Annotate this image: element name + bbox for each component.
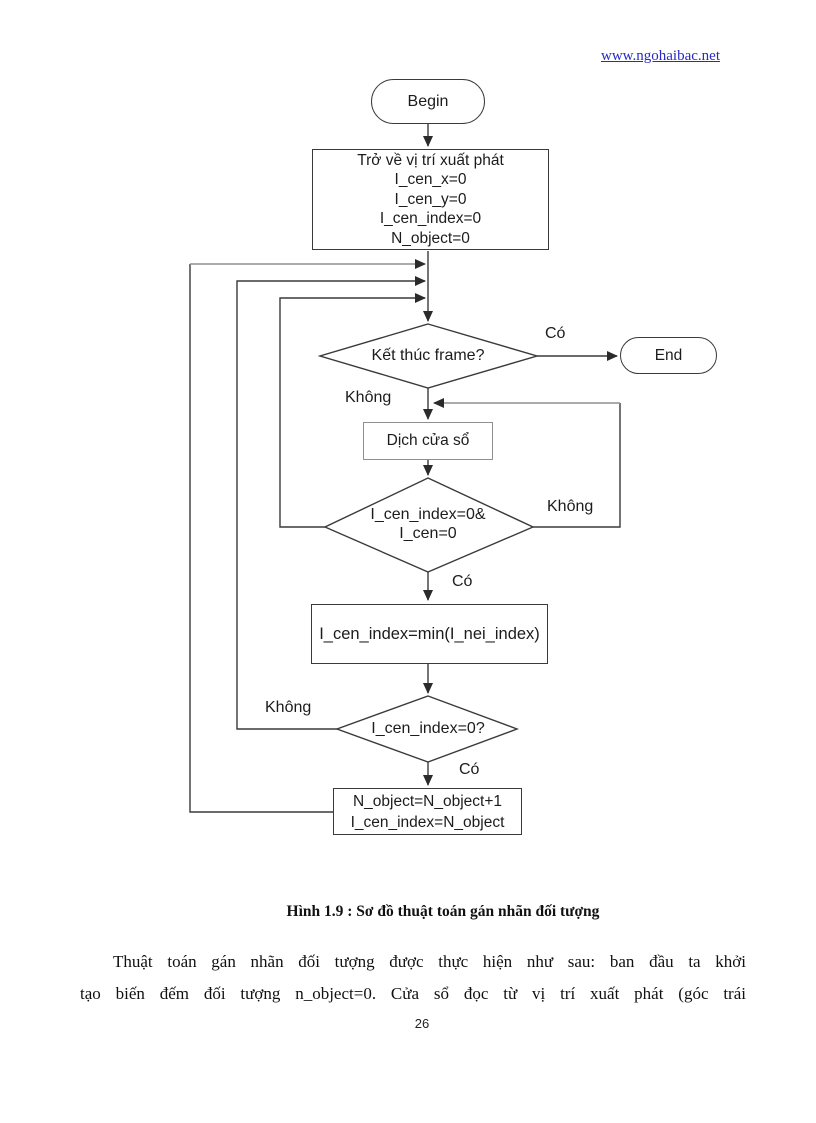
- process-init-line: N_object=0: [391, 229, 470, 247]
- connector-loop-index-no: [236, 276, 426, 730]
- branch-label-index-yes: Có: [459, 761, 480, 778]
- process-min-assign-label: I_cen_index=min(I_nei_index): [319, 624, 540, 643]
- process-init-line: I_cen_index=0: [379, 210, 482, 228]
- process-shift-window-label: Dịch cửa sổ: [386, 432, 470, 449]
- connector-loop-cen-left: [279, 293, 426, 528]
- process-increment-box: N_object=N_object+1 I_cen_index=N_object: [333, 788, 522, 835]
- process-shift-window-box: Dịch cửa sổ: [363, 422, 493, 460]
- branch-label-index-no: Không: [265, 699, 312, 716]
- body-line: tạo biến đếm đối tượng n_object=0. Cửa s…: [80, 984, 746, 1003]
- process-increment-line2: I_cen_index=N_object: [350, 813, 505, 831]
- page-number: 26: [414, 1016, 430, 1031]
- decision-frame-label: Kết thúc frame?: [371, 347, 485, 364]
- process-increment-line1: N_object=N_object+1: [352, 792, 503, 810]
- process-init-line: I_cen_x=0: [394, 171, 467, 189]
- process-init-line: Trở về vị trí xuất phát: [357, 151, 504, 169]
- branch-label-frame-yes: Có: [545, 325, 566, 342]
- decision-cen-diamond: [323, 477, 535, 573]
- process-init-box: Trở về vị trí xuất phát I_cen_x=0 I_cen_…: [312, 149, 549, 250]
- body-line: Thuật toán gán nhãn đối tượng được thực …: [113, 952, 746, 971]
- connector-loop-outer-run: [189, 264, 333, 813]
- branch-label-cen-no: Không: [547, 498, 594, 515]
- terminator-begin-label: Begin: [407, 92, 449, 110]
- terminator-end: End: [620, 337, 717, 374]
- process-min-assign-box: I_cen_index=min(I_nei_index): [311, 604, 548, 664]
- connector-loop-cen-no-run: [533, 403, 621, 528]
- figure-caption: Hình 1.9 : Sơ đồ thuật toán gán nhãn đối…: [286, 903, 600, 920]
- body-paragraph: Thuật toán gán nhãn đối tượng được thực …: [80, 946, 746, 1010]
- branch-label-frame-no: Không: [345, 389, 392, 406]
- branch-label-cen-yes: Có: [452, 573, 473, 590]
- decision-index-diamond: [334, 695, 520, 763]
- decision-cen-label: I_cen_index=0& I_cen=0: [330, 505, 526, 543]
- decision-cen-line1: I_cen_index=0&: [370, 506, 486, 523]
- decision-frame-diamond: [317, 323, 540, 389]
- decision-cen-line2: I_cen=0: [399, 525, 457, 542]
- process-init-line: I_cen_y=0: [394, 190, 467, 208]
- terminator-end-label: End: [654, 346, 683, 364]
- terminator-begin: Begin: [371, 79, 485, 124]
- header-link[interactable]: www.ngohaibac.net: [601, 48, 720, 64]
- decision-index-label: I_cen_index=0?: [371, 720, 485, 737]
